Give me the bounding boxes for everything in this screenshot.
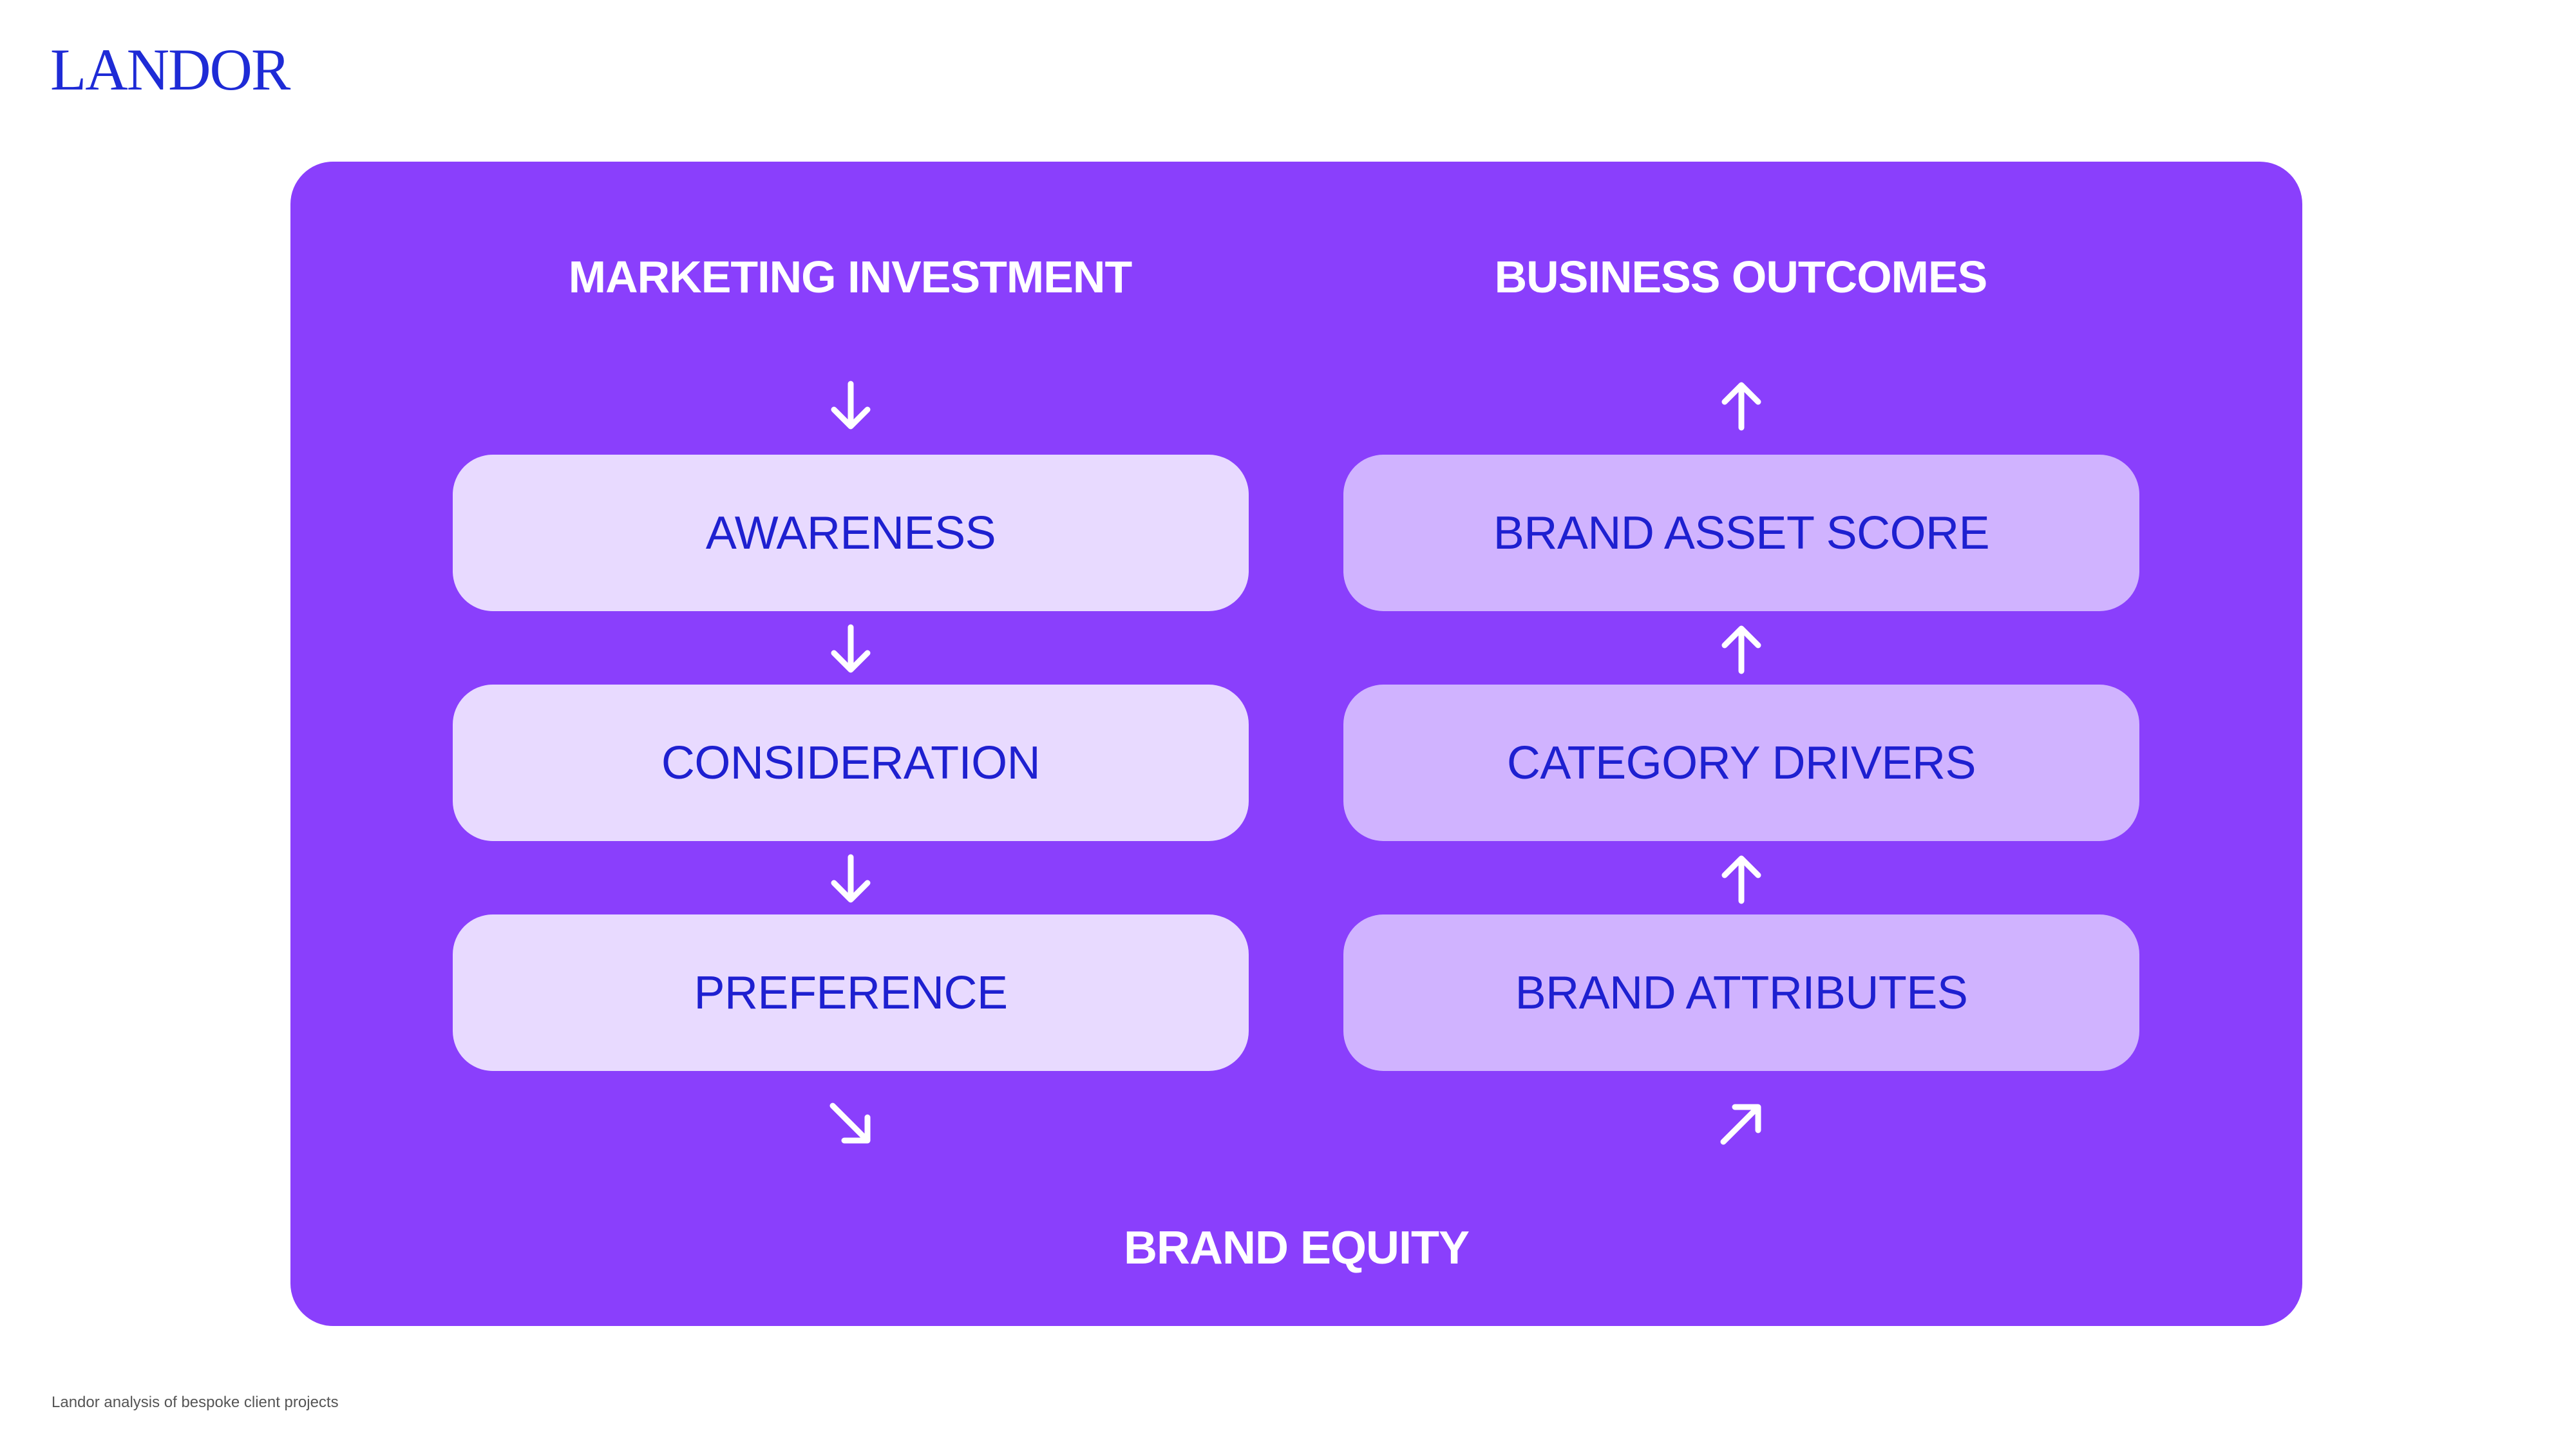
up-right-arrow-icon	[1716, 1098, 1767, 1150]
up-arrow-icon	[1716, 853, 1767, 905]
down-arrow-icon	[825, 380, 876, 431]
stage-box-awareness: AWARENESS	[453, 455, 1249, 611]
down-arrow-icon	[825, 853, 876, 905]
up-arrow-icon	[1716, 623, 1767, 675]
source-note: Landor analysis of bespoke client projec…	[52, 1394, 339, 1411]
stage-box-consideration: CONSIDERATION	[453, 685, 1249, 841]
stage-box-brand-attributes: BRAND ATTRIBUTES	[1343, 914, 2139, 1071]
down-arrow-icon	[825, 623, 876, 675]
stage-box-preference: PREFERENCE	[453, 914, 1249, 1071]
stage-box-category-drivers: CATEGORY DRIVERS	[1343, 685, 2139, 841]
business-outcomes-heading: BUSINESS OUTCOMES	[1494, 252, 1988, 302]
up-arrow-icon	[1716, 380, 1767, 431]
down-right-arrow-icon	[825, 1098, 876, 1150]
brand-equity-label: BRAND EQUITY	[1123, 1222, 1470, 1274]
landor-logo: LANDOR	[50, 37, 290, 102]
marketing-investment-heading: MARKETING INVESTMENT	[568, 252, 1132, 302]
stage-box-brand-asset-score: BRAND ASSET SCORE	[1343, 455, 2139, 611]
